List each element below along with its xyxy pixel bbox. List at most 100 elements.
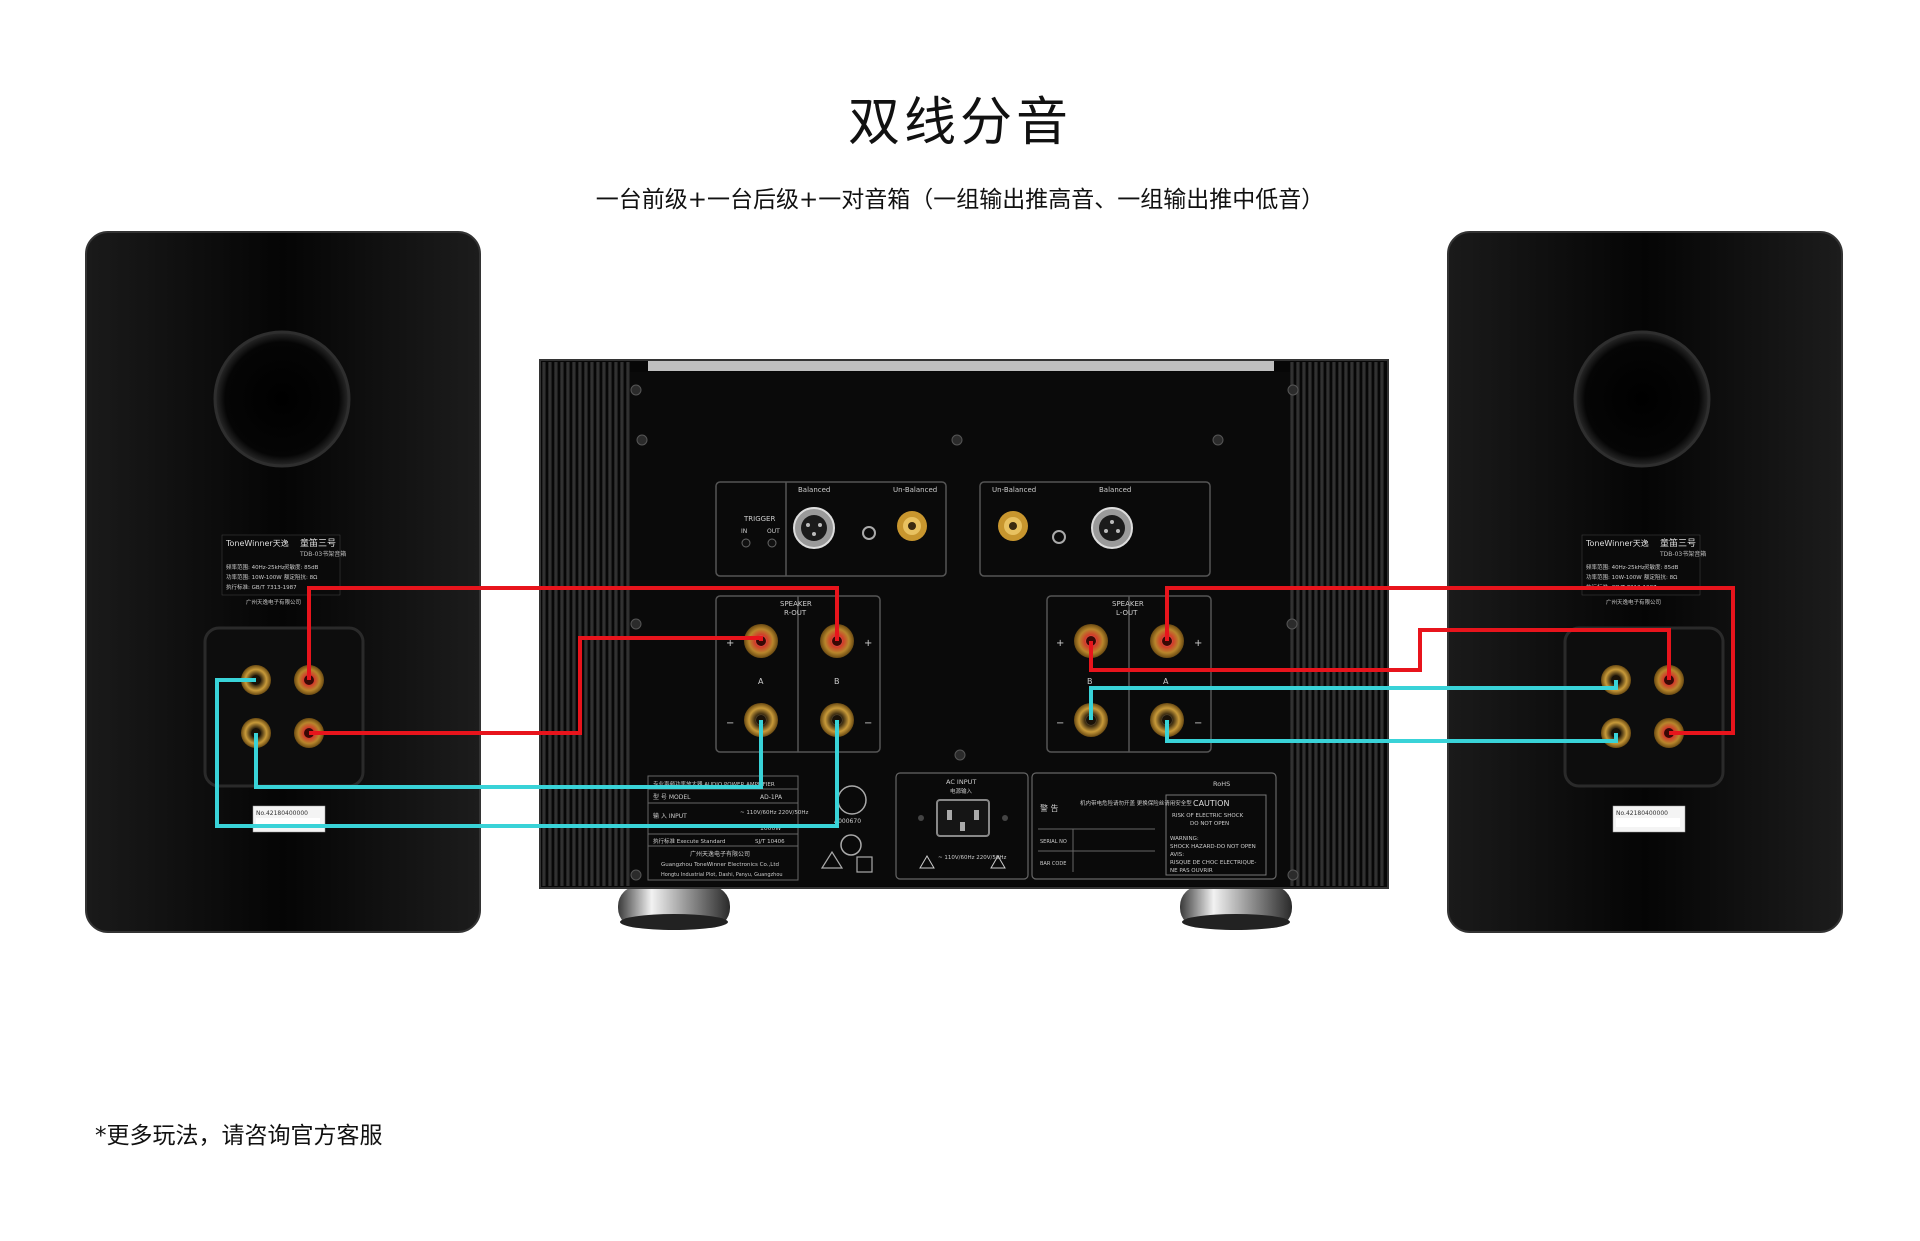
ground-switch-l[interactable] [1052,530,1066,544]
heatsink-fin [1332,362,1336,886]
left-spec-code: TDB-03书架音箱 [299,550,346,558]
svg-text:输 入 INPUT: 输 入 INPUT [653,812,687,820]
page-subtitle: 一台前级+一台后级+一对音箱（一组输出推高音、一组输出推中低音） [595,187,1325,213]
svg-text:~ 110V/60Hz 220V/50Hz: ~ 110V/60Hz 220V/50Hz [938,855,1006,861]
svg-text:SPEAKER: SPEAKER [1112,600,1144,608]
svg-text:RoHS: RoHS [1213,780,1230,788]
svg-text:RISQUE DE CHOC ELECTRIQUE-: RISQUE DE CHOC ELECTRIQUE- [1170,860,1256,866]
heatsink-fin [1374,362,1378,886]
heatsink-fin [590,362,594,886]
red-cable-right-b [1089,628,1671,680]
svg-text:+: + [1194,638,1202,649]
heatsink-fin [542,362,546,886]
right-spec-code: TDB-03书架音箱 [1659,550,1706,558]
left-spec-model: 童笛三号 [300,537,336,549]
cables [215,586,1735,828]
svg-text:−: − [864,718,872,729]
ground-switch-r[interactable] [862,526,876,540]
svg-text:A000670: A000670 [834,818,861,825]
right-spec-sens: 灵敏度: 85dB [1644,563,1679,571]
svg-text:B: B [834,677,840,686]
rca-input-r[interactable] [897,511,927,541]
svg-text:SPEAKER: SPEAKER [780,600,812,608]
svg-text:Un-Balanced: Un-Balanced [992,486,1036,494]
footnote: *更多玩法，请咨询官方客服 [95,1123,383,1149]
trigger-in-jack[interactable] [741,538,751,548]
heatsink-fin [1296,362,1300,886]
ac-input-panel: AC INPUT 电源输入 ~ 110V/60Hz 220V/50Hz [895,772,1029,880]
trigger-out-jack[interactable] [767,538,777,548]
svg-text:SERIAL NO: SERIAL NO [1040,839,1067,845]
svg-text:SJ/T 10406: SJ/T 10406 [755,839,785,845]
left-serial-tag: No.42180400000 [252,805,326,833]
right-bass-port [1573,330,1711,468]
heatsink-fin [1362,362,1366,886]
svg-text:Balanced: Balanced [1099,486,1131,494]
svg-text:BAR CODE: BAR CODE [1040,861,1066,867]
right-spec-label: ToneWinner天逸 童笛三号 TDB-03书架音箱 频率范围: 40Hz-… [1581,534,1706,606]
left-spec-brand: ToneWinner天逸 [225,538,289,548]
svg-text:Un-Balanced: Un-Balanced [893,486,937,494]
cyan-cable-left-a [254,720,763,789]
heatsink-fin [626,362,630,886]
svg-text:DO NOT OPEN: DO NOT OPEN [1190,821,1229,827]
svg-text:A: A [1163,677,1169,686]
xlr-input-r[interactable] [793,507,835,549]
heatsink-fin [614,362,618,886]
iec-power-socket[interactable] [918,799,1008,837]
heatsink-fin [596,362,600,886]
svg-text:L-OUT: L-OUT [1116,609,1138,617]
svg-text:CAUTION: CAUTION [1193,799,1229,808]
speaker-out-l-panel: SPEAKER L-OUT + + B A − − [1046,595,1212,753]
svg-text:OUT: OUT [767,528,780,535]
heatsink-fin [602,362,606,886]
rca-input-l[interactable] [998,511,1028,541]
heatsink-fin [1350,362,1354,886]
heatsink-fin [566,362,570,886]
svg-text:IN: IN [741,528,747,535]
svg-text:专业声频功率放大器 AUDIO POWER AMPLIFI: 专业声频功率放大器 AUDIO POWER AMPLIFIER [653,780,775,788]
amp-screws [630,384,1299,881]
svg-text:机内带电危险请勿开盖 更换保险丝请用安全型: 机内带电危险请勿开盖 更换保险丝请用安全型 [1080,799,1192,807]
svg-text:型 号 MODEL: 型 号 MODEL [653,793,691,801]
svg-text:1000W: 1000W [760,825,781,832]
svg-text:SHOCK HAZARD-DO NOT OPEN: SHOCK HAZARD-DO NOT OPEN [1170,844,1256,850]
left-spec-maker: 广州天逸电子有限公司 [246,598,301,606]
heatsink-fin [1344,362,1348,886]
heatsink-fin [1320,362,1324,886]
input-panel-right-channel: TRIGGER IN OUT Balanced Un-Balanced [715,481,947,577]
right-spec-power: 功率范围: 10W-100W [1586,573,1642,581]
power-amplifier: TRIGGER IN OUT Balanced Un-Balanced Un-B… [539,359,1389,930]
heatsink-fin [1338,362,1342,886]
red-cable-right-a [1165,586,1735,735]
heatsink-fin [578,362,582,886]
page-title: 双线分音 [847,93,1072,153]
svg-text:RISK OF ELECTRIC SHOCK: RISK OF ELECTRIC SHOCK [1172,813,1244,819]
xlr-input-l[interactable] [1091,507,1133,549]
right-spec-model: 童笛三号 [1660,537,1696,549]
svg-text:−: − [1194,718,1202,729]
left-spec-std: 执行标准: GB/T 7313-1987 [226,583,297,591]
heatsink-fin [1302,362,1306,886]
left-terminal-plate [203,626,365,788]
svg-text:No.42180400000: No.42180400000 [256,810,308,817]
right-spec-imp: 额定阻抗: 8Ω [1644,573,1677,581]
svg-text:警 告: 警 告 [1040,803,1059,813]
heatsink-fin [620,362,624,886]
heatsink-fin [608,362,612,886]
amp-rating-label: 专业声频功率放大器 AUDIO POWER AMPLIFIER 型 号 MODE… [647,775,808,881]
heatsink-fin [1314,362,1318,886]
svg-text:−: − [726,718,734,729]
svg-text:Guangzhou ToneWinner Electroni: Guangzhou ToneWinner Electronics Co.,Ltd [661,862,779,868]
svg-text:AVIS:: AVIS: [1170,852,1184,858]
svg-text:+: + [864,638,872,649]
amp-foot-left [618,886,730,930]
svg-text:AC INPUT: AC INPUT [946,778,976,786]
warning-panel: 警 告 机内带电危险请勿开盖 更换保险丝请用安全型 SERIAL NO BAR … [1031,772,1277,880]
heatsink-fin [572,362,576,886]
svg-text:No.42180400000: No.42180400000 [1616,810,1668,817]
heatsink-fin [584,362,588,886]
red-cable-left-a [307,586,839,680]
right-spec-freq: 频率范围: 40Hz-25kHz [1586,563,1645,571]
